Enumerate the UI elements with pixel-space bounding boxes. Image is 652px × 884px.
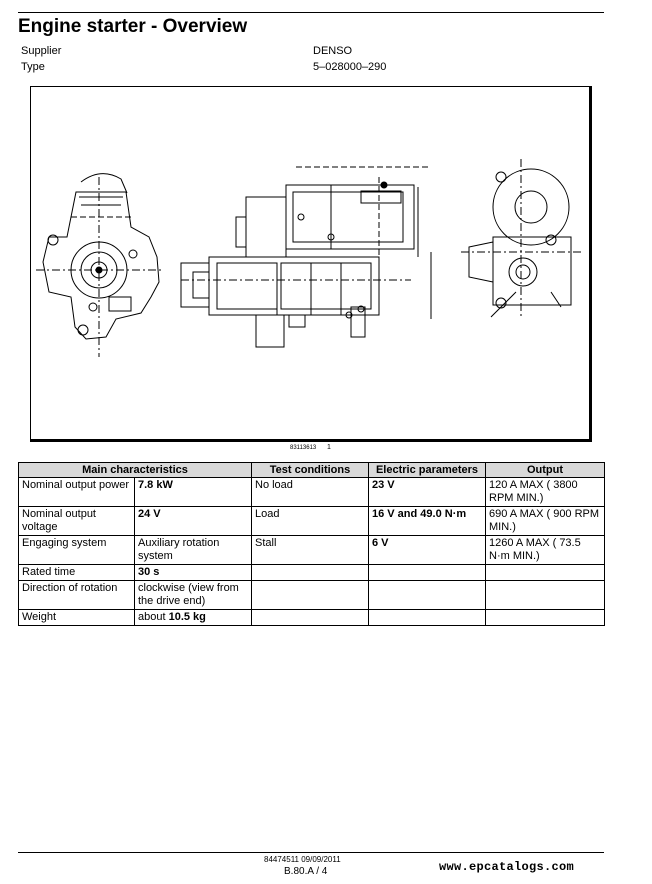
weight-number: 10.5 kg (168, 611, 206, 623)
starter-drawing-frame (30, 86, 592, 442)
cell-test-condition (251, 580, 369, 610)
cell-output (485, 609, 605, 626)
table-row: Direction of rotation clockwise (view fr… (18, 580, 605, 610)
supplier-label: Supplier (21, 45, 62, 57)
starter-drawing (36, 159, 581, 357)
cell-electric-parameter: 16 V and 49.0 N·m (368, 506, 486, 536)
cell-electric-parameter (368, 580, 486, 610)
cell-characteristic: Rated time (18, 564, 135, 581)
cell-characteristic: Nominal output power (18, 477, 135, 507)
cell-value: 30 s (134, 564, 252, 581)
header-output: Output (485, 462, 605, 478)
cell-test-condition: Stall (251, 535, 369, 565)
rear-view-drawing (461, 159, 581, 318)
cell-output (485, 580, 605, 610)
table-row: Weight about 10.5 kg (18, 609, 605, 626)
cell-value: Auxiliary rotation system (134, 535, 252, 565)
top-rule (18, 12, 604, 13)
header-electric-parameters: Electric parameters (368, 462, 486, 478)
header-test-conditions: Test conditions (251, 462, 369, 478)
table-row: Nominal output power 7.8 kW No load 23 V… (18, 477, 605, 507)
page-title: Engine starter - Overview (18, 16, 248, 37)
cell-output: 690 A MAX ( 900 RPM MIN.) (485, 506, 605, 536)
front-view-drawing (36, 173, 161, 357)
weight-about: about (138, 611, 169, 623)
cell-output: 1260 A MAX ( 73.5 N·m MIN.) (485, 535, 605, 565)
cell-test-condition: No load (251, 477, 369, 507)
cell-electric-parameter: 23 V (368, 477, 486, 507)
cell-electric-parameter (368, 609, 486, 626)
cell-test-condition (251, 609, 369, 626)
side-view-drawing (180, 166, 432, 348)
cell-characteristic: Engaging system (18, 535, 135, 565)
cell-value: 24 V (134, 506, 252, 536)
cell-output (485, 564, 605, 581)
figure-id: 83113613 (290, 445, 317, 451)
table-header-row: Main characteristics Test conditions Ele… (18, 462, 605, 478)
cell-electric-parameter: 6 V (368, 535, 486, 565)
cell-value: clockwise (view from the drive end) (134, 580, 252, 610)
bottom-rule (18, 852, 604, 853)
cell-characteristic: Weight (18, 609, 135, 626)
weight-value: about 10.5 kg (138, 611, 206, 623)
footer-document-number: 84474511 09/09/2011 (264, 855, 341, 864)
cell-electric-parameter (368, 564, 486, 581)
supplier-value: DENSO (313, 45, 353, 57)
footer-page-number: B.80.A / 4 (284, 866, 328, 877)
specifications-table: Main characteristics Test conditions Ele… (18, 462, 605, 626)
cell-test-condition (251, 564, 369, 581)
table-row: Nominal output voltage 24 V Load 16 V an… (18, 506, 605, 536)
watermark: www.epcatalogs.com (439, 860, 575, 874)
figure-number: 1 (327, 444, 331, 451)
table-row: Engaging system Auxiliary rotation syste… (18, 535, 605, 565)
header-main-characteristics: Main characteristics (18, 462, 252, 478)
type-label: Type (21, 61, 45, 73)
cell-characteristic: Nominal output voltage (18, 506, 135, 536)
cell-output: 120 A MAX ( 3800 RPM MIN.) (485, 477, 605, 507)
table-row: Rated time 30 s (18, 564, 605, 581)
cell-value: about 10.5 kg (134, 609, 252, 626)
cell-test-condition: Load (251, 506, 369, 536)
cell-characteristic: Direction of rotation (18, 580, 135, 610)
cell-value: 7.8 kW (134, 477, 252, 507)
type-value: 5–028000–290 (313, 61, 387, 73)
